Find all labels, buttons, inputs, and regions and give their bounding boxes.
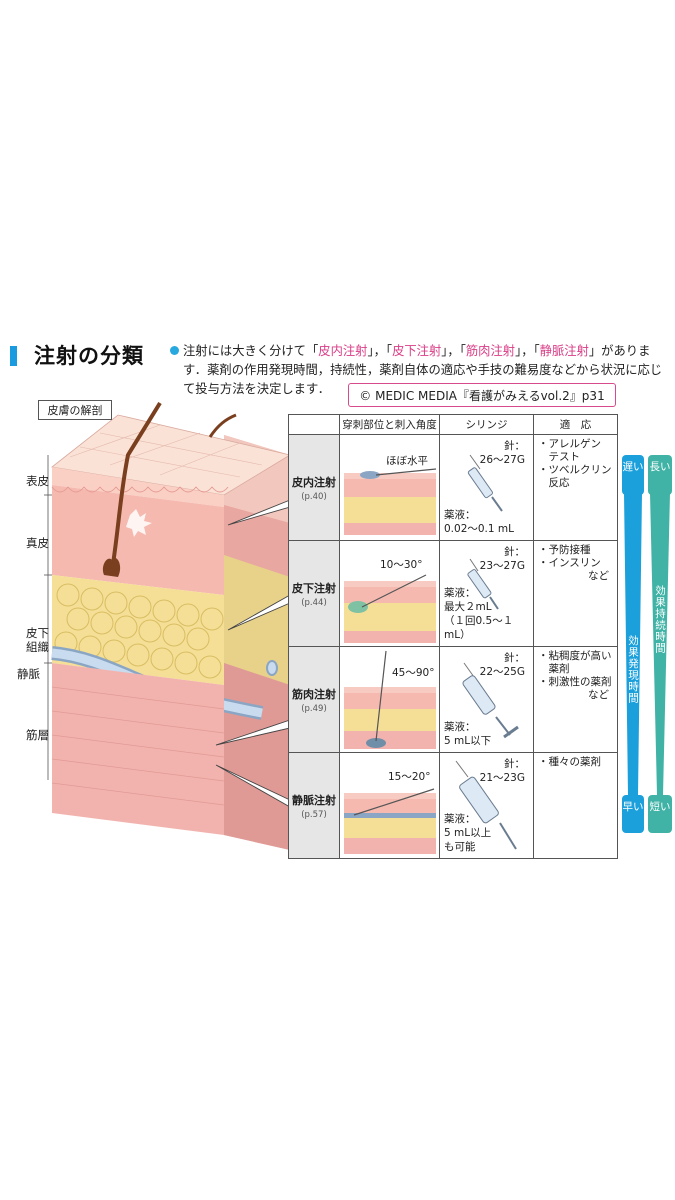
row-head-intramuscular: 筋肉注射 (p.49) xyxy=(288,646,340,753)
credit-box: © MEDIC MEDIA『看護がみえるvol.2』p31 xyxy=(348,383,616,407)
drug-volume: 薬液：最大２mL（１回0.5〜１mL） xyxy=(444,587,514,641)
drug-volume: 薬液：5 mL以上も可能 xyxy=(444,813,492,853)
needle-gauge: 針：26〜27G xyxy=(479,440,525,466)
skin-anatomy-illustration xyxy=(44,401,292,850)
indication-cell: ・アレルゲン テスト ・ツベルクリン 反応 xyxy=(533,434,618,541)
angle-label: 10〜30° xyxy=(380,559,423,571)
angle-label: 45〜90° xyxy=(392,667,435,679)
syringe-icon xyxy=(467,454,503,512)
syringe-cell: 針：22〜25G 薬液：5 mL以下 xyxy=(439,646,534,753)
row-head-intradermal: 皮内注射 (p.40) xyxy=(288,434,340,541)
subcutaneous-site-illustration xyxy=(344,574,436,643)
layer-subcut-1: 皮下 xyxy=(26,626,49,640)
header-blank xyxy=(288,414,340,435)
syringe-icon xyxy=(462,662,519,739)
angle-label: ほぼ水平 xyxy=(386,455,428,467)
page-title: 注射の分類 xyxy=(34,344,144,368)
table-row: 静脈注射 (p.57) 15〜20° 針：21〜23G xyxy=(288,752,618,859)
syringe-cell: 針：21〜23G 薬液：5 mL以上も可能 xyxy=(439,752,534,859)
indication-cell: ・粘稠度が高い 薬剤 ・刺激性の薬剤 など xyxy=(533,646,618,753)
title-accent-bar xyxy=(10,346,17,366)
onset-top-label: 遅い xyxy=(622,461,644,473)
header-syringe: シリンジ xyxy=(439,414,534,435)
row-head-subcutaneous: 皮下注射 (p.44) xyxy=(288,540,340,647)
intravenous-site-illustration xyxy=(344,788,436,854)
duration-time-bar: 長い 効果持続時間 短い xyxy=(648,455,672,835)
drug-volume: 薬液：5 mL以下 xyxy=(444,721,492,747)
needle-gauge: 針：23〜27G xyxy=(479,546,525,572)
header-site: 穿刺部位と刺入角度 xyxy=(339,414,440,435)
layer-dermis: 真皮 xyxy=(26,536,49,550)
syringe-icon xyxy=(455,760,517,850)
indication-cell: ・種々の薬剤 xyxy=(533,752,618,859)
layer-muscle: 筋層 xyxy=(26,728,49,742)
table-header-row: 穿刺部位と刺入角度 シリンジ 適 応 xyxy=(288,414,618,435)
onset-axis-label: 効果発現時間 xyxy=(627,635,639,704)
syringe-cell: 針：26〜27G 薬液：0.02〜0.1 mL xyxy=(439,434,534,541)
syringe-cell: 針：23〜27G 薬液：最大２mL（１回0.5〜１mL） xyxy=(439,540,534,647)
row-head-intravenous: 静脈注射 (p.57) xyxy=(288,752,340,859)
layer-subcut-2: 組織 xyxy=(26,640,49,654)
drug-volume: 薬液：0.02〜0.1 mL xyxy=(444,509,514,535)
duration-axis-label: 効果持続時間 xyxy=(654,585,666,654)
layer-epidermis: 表皮 xyxy=(26,474,49,488)
duration-bar-shape xyxy=(648,455,672,833)
onset-time-bar: 遅い 効果発現時間 早い xyxy=(622,455,644,835)
needle-gauge: 針：21〜23G xyxy=(479,758,525,784)
injection-table: 穿刺部位と刺入角度 シリンジ 適 応 皮内注射 (p.40) ほぼ水平 xyxy=(288,414,618,859)
intro-text: 注射には大きく分けて「皮内注射」，「皮下注射」，「筋肉注射」，「静脈注射」があり… xyxy=(183,344,663,396)
intradermal-site-illustration xyxy=(344,468,437,535)
layer-vein: 静脈 xyxy=(17,667,40,681)
duration-top-label: 長い xyxy=(649,461,671,473)
onset-bar-shape xyxy=(622,455,644,833)
indication-cell: ・予防接種 ・インスリン など xyxy=(533,540,618,647)
duration-bottom-label: 短い xyxy=(649,801,671,813)
table-row: 皮内注射 (p.40) ほぼ水平 針：26〜27G xyxy=(288,434,618,541)
site-cell: 10〜30° xyxy=(339,540,440,647)
site-cell: 45〜90° xyxy=(339,646,440,753)
site-cell: 15〜20° xyxy=(339,752,440,859)
intramuscular-site-illustration xyxy=(344,650,436,749)
bullet-icon xyxy=(170,346,179,355)
table-row: 筋肉注射 (p.49) 45〜90° 針：22〜25G xyxy=(288,646,618,753)
syringe-icon xyxy=(467,558,499,610)
table-row: 皮下注射 (p.44) 10〜30° 針：23〜27G xyxy=(288,540,618,647)
site-cell: ほぼ水平 xyxy=(339,434,440,541)
onset-bottom-label: 早い xyxy=(622,801,644,813)
anatomy-label: 皮膚の解剖 xyxy=(38,400,112,420)
angle-label: 15〜20° xyxy=(388,771,431,783)
needle-gauge: 針：22〜25G xyxy=(479,652,525,678)
header-indication: 適 応 xyxy=(533,414,618,435)
